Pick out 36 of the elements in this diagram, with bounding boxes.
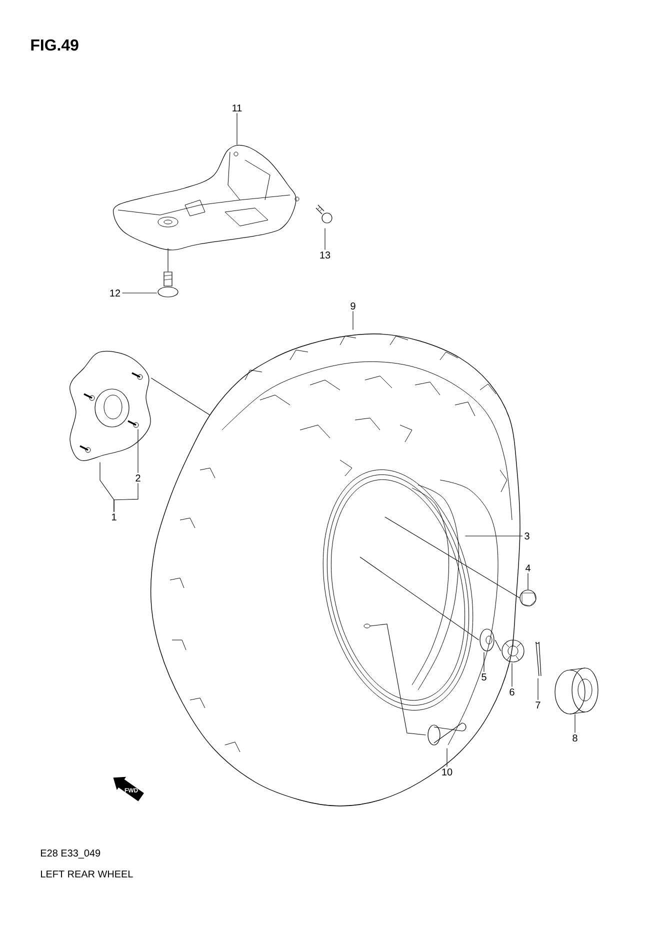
leader-line — [324, 228, 326, 250]
callout-number: 12 — [110, 290, 120, 296]
figure-title: FIG.49 — [31, 39, 78, 51]
part-drawing — [502, 640, 524, 662]
leader-line — [384, 516, 520, 598]
caption-text: LEFT REAR WHEEL — [41, 870, 133, 878]
leader-line — [494, 640, 502, 652]
leader-line — [122, 292, 158, 294]
leader-line — [370, 624, 426, 736]
callout-number: 7 — [536, 702, 540, 708]
leader-line — [352, 310, 354, 330]
callout-number: 2 — [136, 474, 140, 482]
callout-number: 3 — [524, 532, 530, 540]
leader-line — [574, 714, 576, 734]
caption-text: E28 E33_049 — [41, 850, 100, 858]
callout-number: 4 — [525, 564, 530, 572]
part-drawing — [520, 590, 536, 606]
callout-number: 8 — [572, 734, 578, 742]
callout-number: 9 — [350, 302, 356, 310]
callout-number: 13 — [320, 251, 330, 259]
part-drawing — [554, 668, 598, 714]
part-drawing — [316, 204, 332, 224]
callout-number: 11 — [232, 104, 242, 112]
leader-line — [360, 556, 480, 640]
callout-number: 1 — [112, 514, 116, 520]
part-drawing — [112, 144, 300, 250]
part-drawing — [158, 272, 178, 298]
part-drawing — [150, 334, 520, 806]
callout-number: 10 — [442, 768, 452, 776]
leader-line — [150, 378, 210, 416]
callout-number: 6 — [510, 688, 514, 696]
part-drawing — [536, 642, 542, 676]
leader-line — [446, 748, 448, 768]
leader-line — [236, 112, 238, 146]
part-drawing — [70, 350, 151, 461]
leader-line — [114, 482, 138, 512]
